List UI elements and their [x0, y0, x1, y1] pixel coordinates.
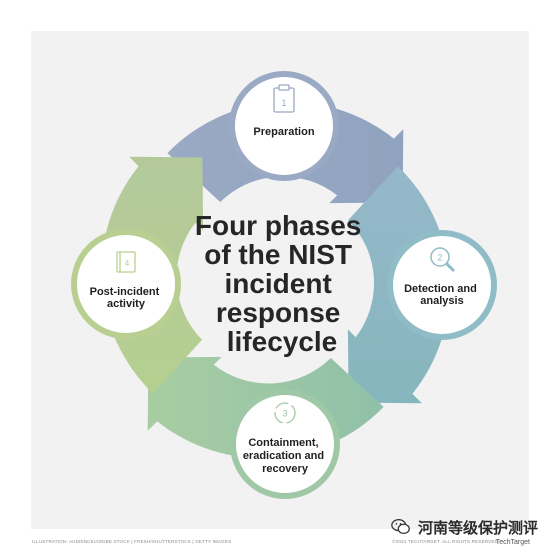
phase-label-post-incident: Post-incident activity: [90, 286, 163, 310]
phase-node-preparation: 1 Preparation: [229, 71, 339, 181]
book-icon: [116, 251, 136, 273]
wechat-icon: [391, 519, 410, 535]
phase-node-detection: 2 Detection and analysis: [387, 230, 497, 340]
copyright-notice: ©2021 TECHTARGET. ALL RIGHTS RESERVED: [392, 539, 498, 544]
phase-number-2: 2: [437, 253, 442, 263]
phase-label-preparation: Preparation: [253, 126, 314, 138]
phase-label-detection: Detection and analysis: [404, 283, 480, 307]
watermark-text: 河南等级保护测评: [417, 518, 538, 537]
cycle-arrows-icon: [274, 402, 296, 424]
phase-label-containment: Containment, eradication and recovery: [243, 437, 327, 475]
phase-number-3: 3: [282, 409, 287, 419]
watermark: 河南等级保护测评: [390, 516, 538, 538]
phase-node-containment: 3 Containment, eradication and recovery: [230, 389, 340, 499]
phase-node-post-incident: 4 Post-incident activity: [71, 229, 181, 339]
clipboard-icon: [273, 84, 295, 113]
brand-logo: TechTarget: [495, 539, 530, 546]
magnifier-icon: [430, 247, 456, 273]
phase-number-1: 1: [281, 98, 286, 108]
center-title: Four phases of the NIST incident respons…: [195, 210, 369, 357]
phase-number-4: 4: [125, 259, 130, 268]
image-credit: ILLUSTRATION: AUDIENCE/ADOBE STOCK | FRE…: [32, 539, 232, 544]
